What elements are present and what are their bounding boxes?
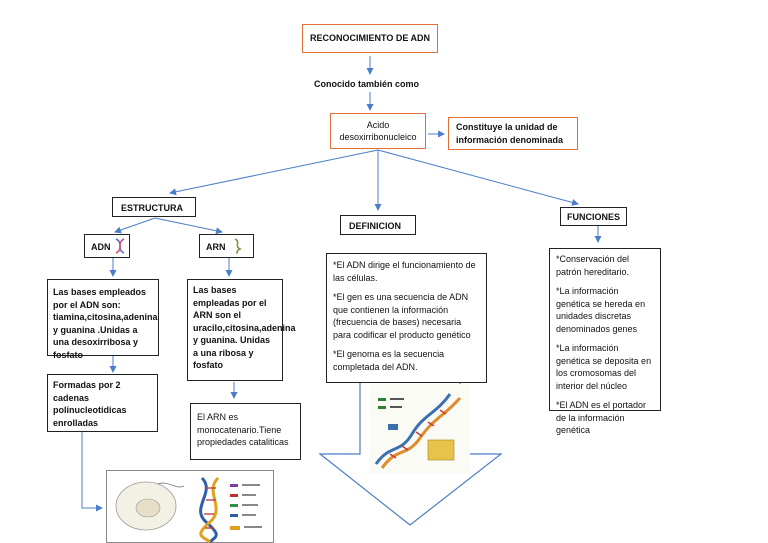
function-item: *La información genética se hereda en un… (556, 286, 646, 334)
functions-box: FUNCIONES (560, 207, 627, 226)
title-box: RECONOCIMIENTO DE ADN (302, 24, 438, 53)
adn-bases-box: Las bases empleados por el ADN son: tiam… (47, 279, 159, 360)
cell-dna-illustration (106, 470, 274, 543)
arn-box: ARN (199, 234, 254, 258)
definition-label: DEFINICION (349, 221, 402, 231)
arn-mono-text: El ARN es monocatenario.Tiene propiedade… (197, 412, 289, 447)
adn-chains-box: Formadas por 2 cadenas polinucleotidicas… (47, 374, 158, 432)
arn-label: ARN (206, 242, 226, 252)
functions-content-box: *Conservación del patrón hereditario. *L… (549, 248, 661, 435)
arn-bases-box: Las bases empleadas por el ARN son el ur… (187, 279, 296, 381)
acid-name-box: Acido desoxirribonucleico (330, 113, 426, 149)
dna-replication-illustration (370, 384, 470, 474)
definition-item: *El gen es una secuencia de ADN que cont… (333, 292, 471, 340)
definition-box: DEFINICION (340, 215, 416, 235)
arn-bases-text: Las bases empleadas por el ARN son el ur… (193, 285, 296, 370)
rna-strand-icon (234, 238, 242, 254)
structure-box: ESTRUCTURA (112, 197, 196, 217)
unit-box: Constituye la unidad de información deno… (448, 117, 578, 150)
title-text: RECONOCIMIENTO DE ADN (309, 33, 430, 44)
adn-chains-text: Formadas por 2 cadenas polinucleotidicas… (53, 380, 127, 428)
function-item: *La información genética se deposita en … (556, 343, 652, 391)
structure-label: ESTRUCTURA (121, 203, 183, 213)
functions-label: FUNCIONES (567, 212, 621, 222)
adn-label: ADN (91, 242, 111, 252)
dna-helix-icon (115, 238, 125, 254)
arn-mono-box: El ARN es monocatenario.Tiene propiedade… (190, 403, 301, 460)
function-item: *Conservación del patrón hereditario. (556, 254, 630, 277)
definition-item: *El ADN dirige el funcionamiento de las … (333, 260, 476, 283)
unit-text: Constituye la unidad de información deno… (456, 122, 564, 145)
adn-bases-text: Las bases empleados por el ADN son: tiam… (53, 287, 158, 360)
known-as-label: Conocido también como (314, 79, 420, 89)
acid-name-text: Acido desoxirribonucleico (339, 119, 417, 143)
adn-box: ADN (84, 234, 130, 258)
definition-item: *El genoma es la secuencia completada de… (333, 349, 445, 372)
definition-content-box: *El ADN dirige el funcionamiento de las … (326, 253, 487, 383)
function-item: *El ADN es el portador de la información… (556, 400, 647, 435)
